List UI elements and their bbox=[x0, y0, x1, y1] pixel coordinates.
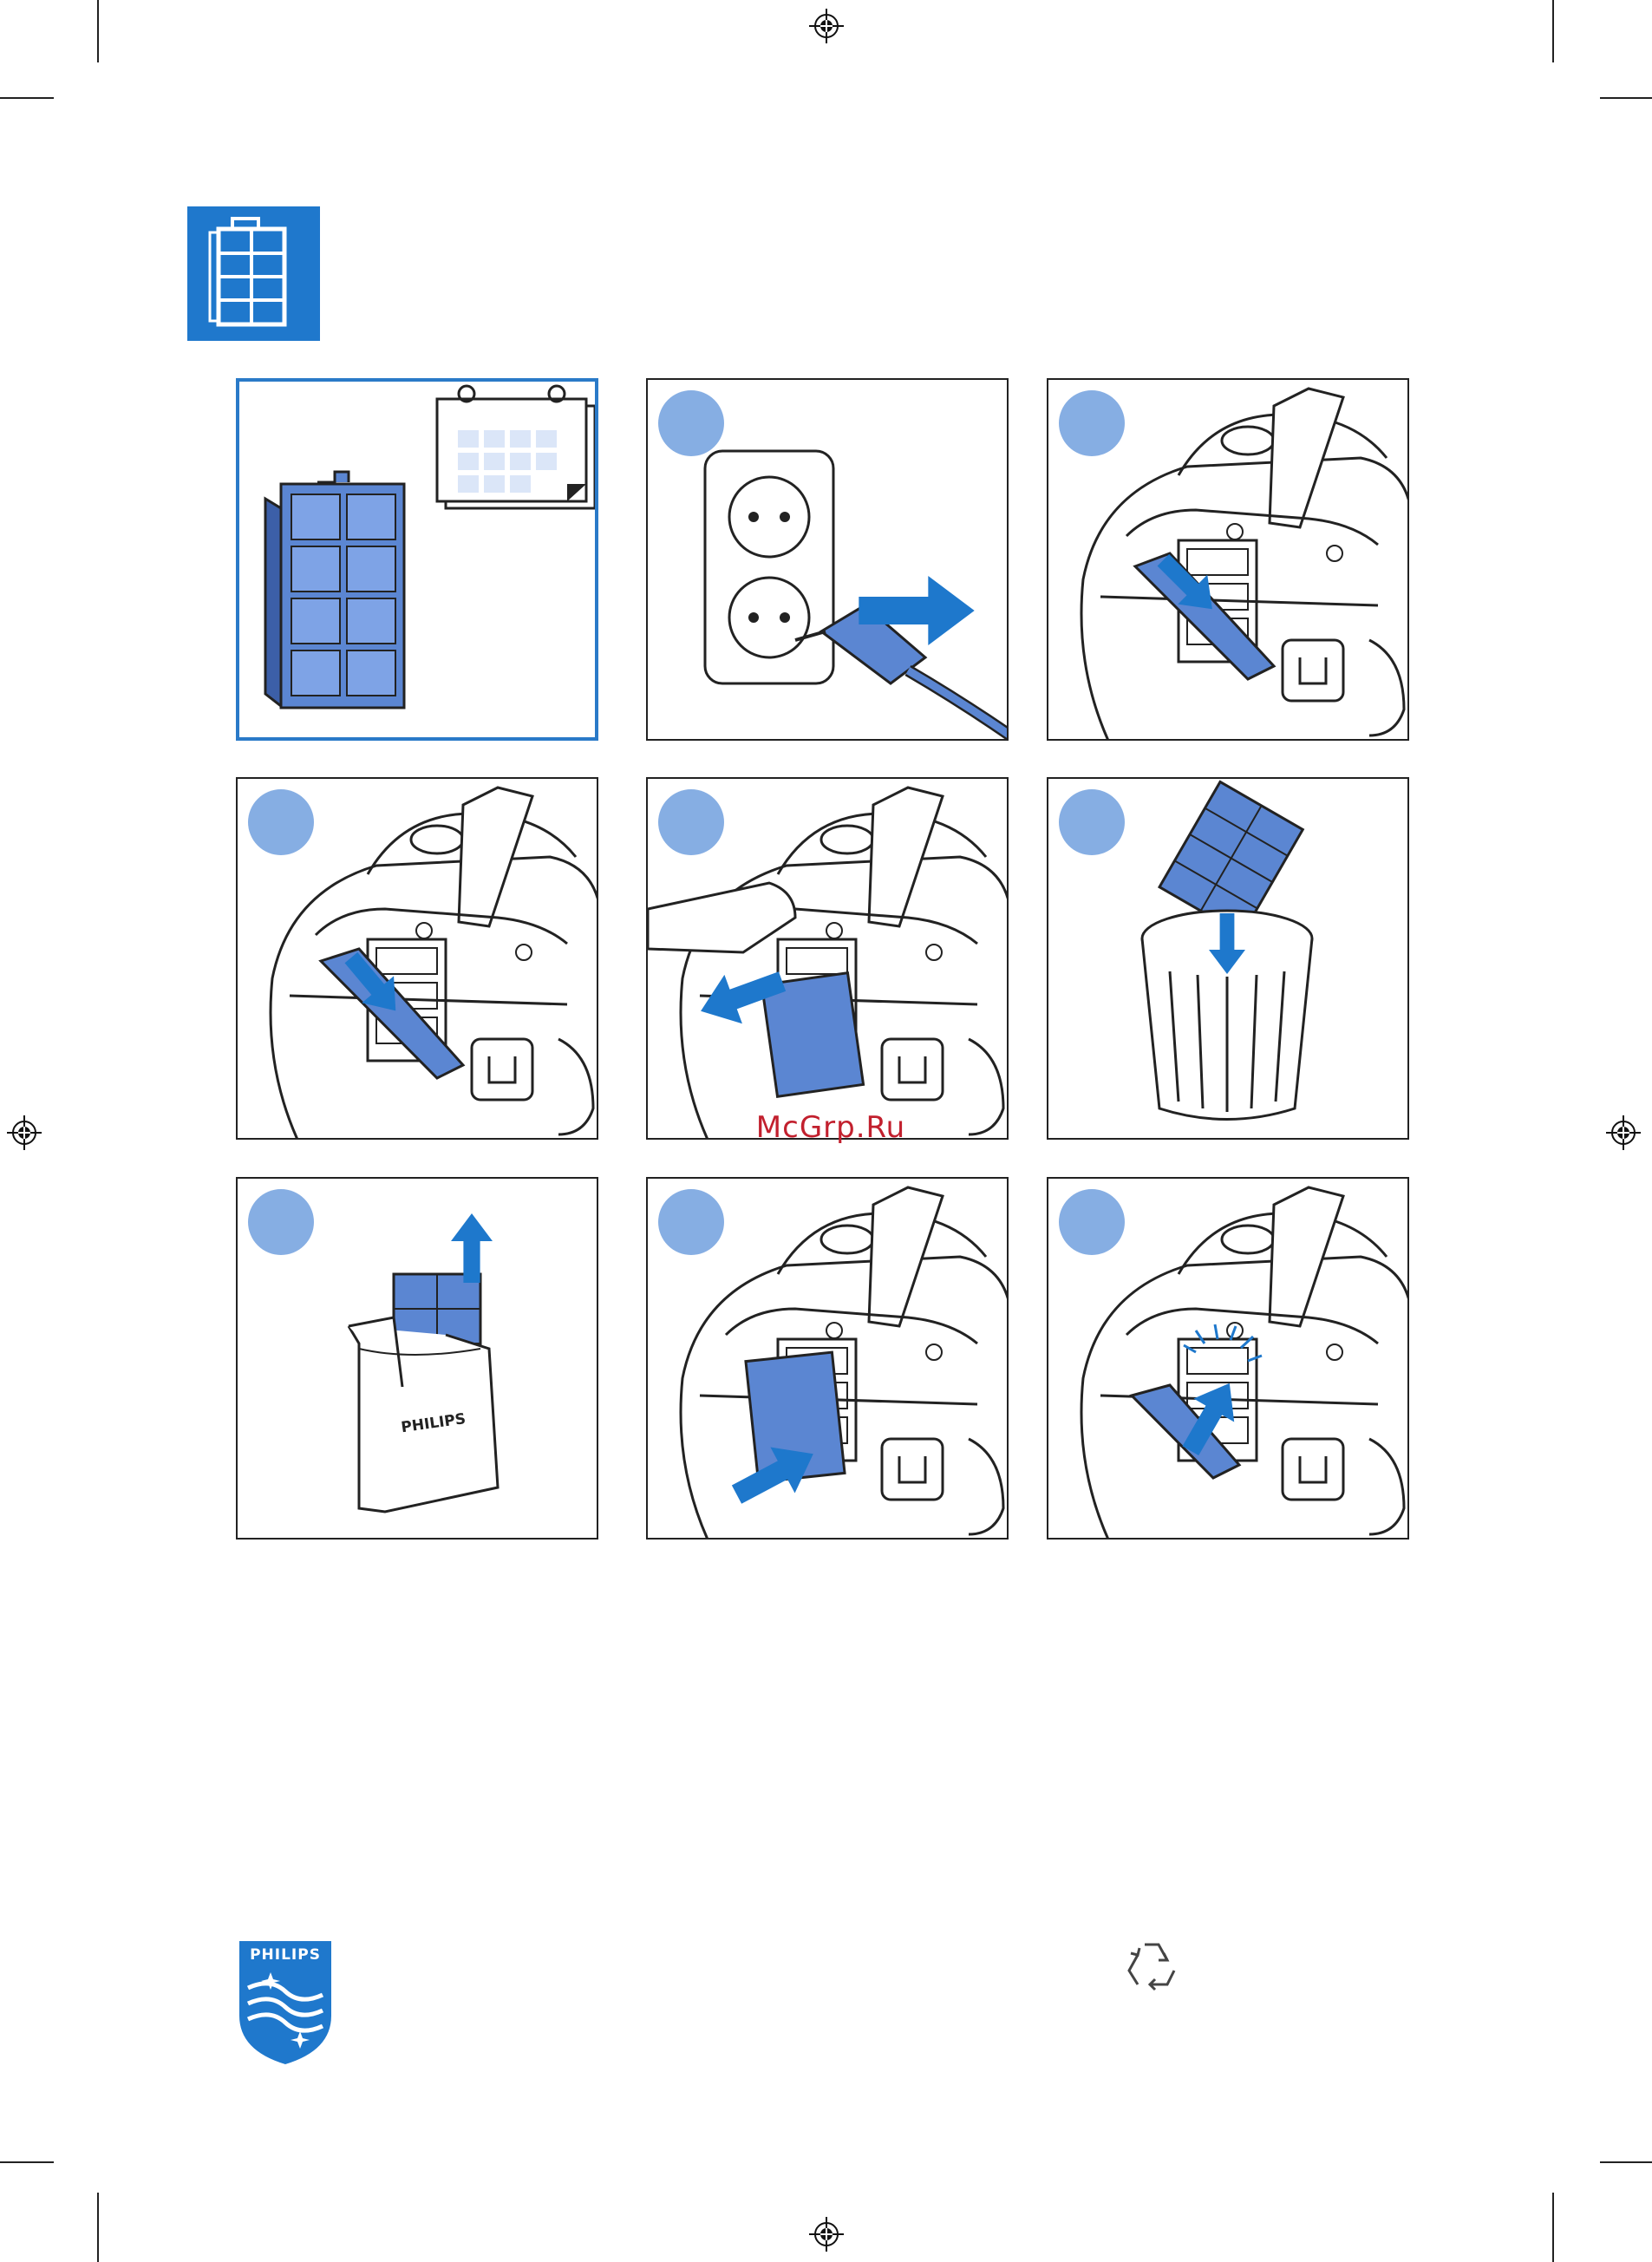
panel-close-cover bbox=[1047, 1177, 1409, 1540]
panel-open-cover bbox=[1047, 378, 1409, 741]
step-badge bbox=[1059, 1189, 1125, 1255]
panel-new-filter: PHILIPS bbox=[236, 1177, 598, 1540]
philips-logo: PHILIPS bbox=[236, 1938, 335, 2066]
panel-remove-filter bbox=[646, 777, 1009, 1140]
step-badge bbox=[1059, 789, 1125, 855]
filter-icon bbox=[265, 472, 404, 708]
registration-mark-icon bbox=[1606, 1115, 1641, 1150]
registration-mark-icon bbox=[809, 9, 844, 43]
panel-unplug bbox=[646, 378, 1009, 741]
crop-mark bbox=[1552, 0, 1554, 62]
registration-mark-icon bbox=[7, 1115, 42, 1150]
crop-mark bbox=[1600, 97, 1652, 99]
crop-mark bbox=[97, 2193, 99, 2262]
crop-mark bbox=[1552, 2193, 1554, 2262]
crop-mark bbox=[97, 0, 99, 62]
panel-dispose-filter bbox=[1047, 777, 1409, 1140]
step-badge bbox=[658, 789, 724, 855]
wall-socket-icon bbox=[705, 451, 833, 683]
crop-mark bbox=[0, 97, 54, 99]
panel-insert-filter bbox=[646, 1177, 1009, 1540]
panel-overview bbox=[236, 378, 598, 741]
step-badge bbox=[658, 1189, 724, 1255]
filter-icon bbox=[187, 206, 320, 341]
filter-box-icon bbox=[349, 1317, 498, 1512]
recycle-icon bbox=[1119, 1936, 1185, 2002]
step-badge bbox=[248, 1189, 314, 1255]
watermark-text: McGrp.Ru bbox=[744, 1110, 917, 1145]
registration-mark-icon bbox=[809, 2217, 844, 2252]
step-badge bbox=[1059, 390, 1125, 456]
panel-open-cover-close-up bbox=[236, 777, 598, 1140]
crop-mark bbox=[0, 2161, 54, 2163]
crop-mark bbox=[1600, 2161, 1652, 2163]
philips-logo-text: PHILIPS bbox=[236, 1946, 335, 1964]
step-badge bbox=[248, 789, 314, 855]
